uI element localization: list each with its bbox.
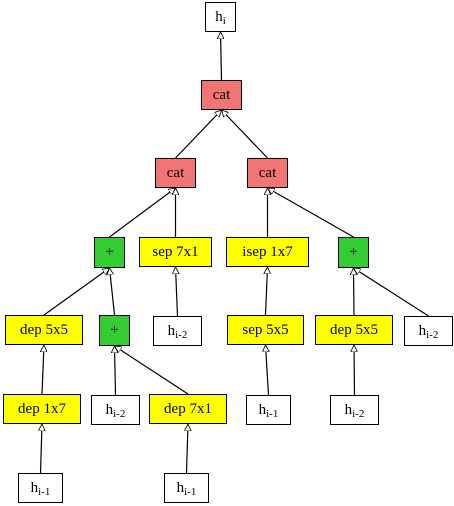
concat-node-top: cat [201, 80, 242, 110]
input-node-h-i-1-b: hi-1 [18, 473, 63, 503]
input-node-h-i-2-a: hi-2 [153, 316, 202, 346]
add-node-right: + [338, 237, 369, 268]
input-node-h-i-2-b: hi-2 [404, 316, 453, 346]
output-node-h-i: hi [205, 2, 236, 32]
edge-add_right-to-cat_right [268, 187, 354, 238]
edge-cat_left-to-cat_top [175, 110, 222, 159]
edge-h_im2_c-to-add_mid [115, 346, 116, 396]
edge-dep_1x7-to-dep_5x5_a [42, 345, 44, 395]
input-node-h-i-1-a: hi-1 [246, 395, 291, 425]
op-node-dep-5x5-left: dep 5x5 [5, 315, 83, 345]
edge-h_im2_d-to-dep_5x5_b [354, 345, 355, 396]
input-node-h-i-2-c: hi-2 [91, 395, 140, 425]
op-node-sep-5x5: sep 5x5 [227, 315, 304, 345]
input-node-h-i-1-c: hi-1 [164, 473, 209, 503]
edge-dep_5x5_b-to-add_right [354, 268, 355, 316]
op-node-sep-7x1: sep 7x1 [139, 237, 212, 267]
edge-h_im1_a-to-sep_5x5 [266, 345, 269, 396]
op-node-isep-1x7: isep 1x7 [226, 237, 309, 267]
edge-h_im2_a-to-sep_7x1 [176, 267, 178, 317]
op-node-dep-7x1: dep 7x1 [149, 394, 227, 424]
edge-h_im1_c-to-dep_7x1 [187, 424, 189, 474]
edge-dep_7x1-to-add_mid [115, 346, 189, 395]
add-node-middle: + [99, 315, 130, 346]
concat-node-right: cat [247, 158, 288, 188]
edge-add_mid-to-add_left [110, 268, 116, 316]
edge-add_left-to-cat_left [109, 188, 176, 238]
op-node-dep-1x7: dep 1x7 [3, 394, 81, 424]
op-node-dep-5x5-right: dep 5x5 [315, 315, 393, 345]
edge-h_im1_b-to-dep_1x7 [41, 424, 43, 474]
edge-h_im2_b-to-add_right [354, 268, 429, 317]
edge-dep_5x5_a-to-add_left [43, 268, 110, 316]
input-node-h-i-2-d: hi-2 [330, 395, 379, 425]
concat-node-left: cat [155, 158, 196, 188]
edge-cat_top-to-hi_out [221, 32, 222, 81]
edge-sep_5x5-to-isep_1x7 [266, 267, 268, 316]
edge-cat_right-to-cat_top [222, 110, 268, 159]
add-node-left: + [94, 237, 125, 268]
